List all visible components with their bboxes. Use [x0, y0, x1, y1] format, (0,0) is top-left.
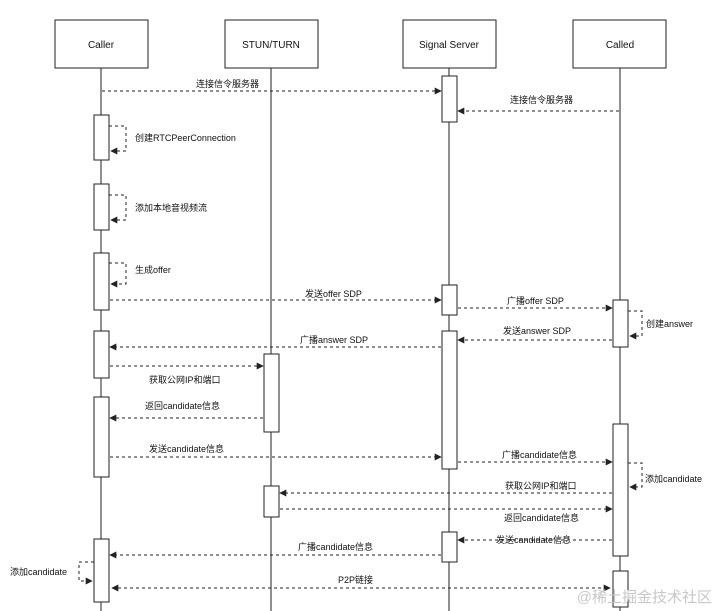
- participant-label: STUN/TURN: [242, 40, 300, 51]
- participant-label: Caller: [88, 40, 115, 51]
- message-label: 添加candidate: [10, 567, 67, 577]
- msg-p2p-link: P2P链接: [111, 574, 611, 592]
- activation-bar: [263, 353, 280, 433]
- message-label: 返回candidate信息: [145, 400, 220, 411]
- msg-called-get-public-ip: 获取公网IP和端口: [279, 480, 612, 497]
- msg-send-answer: 发送answer SDP: [457, 325, 612, 344]
- msg-called-return-candidate: 返回candidate信息: [280, 505, 613, 523]
- activation-bar: [612, 299, 629, 348]
- activation-bar: [93, 330, 110, 379]
- activation-bar: [612, 423, 629, 557]
- activation-bar: [93, 538, 110, 603]
- message-label: 广播candidate信息: [298, 541, 373, 552]
- activation-bar: [263, 485, 280, 518]
- msg-return-candidate: 返回candidate信息: [109, 400, 263, 422]
- self-create-answer: 创建answer: [628, 310, 693, 340]
- participant-signal-server: Signal Server: [402, 19, 497, 69]
- msg-broadcast-answer: 广播answer SDP: [109, 334, 441, 351]
- message-label: 广播answer SDP: [300, 334, 368, 345]
- message-label: 广播candidate信息: [502, 449, 577, 460]
- watermark: @稀土掘金技术社区: [576, 589, 712, 606]
- message-label: 连接信令服务器: [196, 78, 259, 89]
- self-add-local-stream: 添加本地音视频流: [109, 194, 207, 224]
- participant-caller: Caller: [54, 19, 149, 69]
- message-label: 连接信令服务器: [510, 94, 573, 105]
- participant-label: Called: [606, 40, 634, 51]
- msg-caller-connect-signal: 连接信令服务器: [102, 78, 442, 95]
- msg-send-candidate: 发送candidate信息: [110, 443, 442, 461]
- participant-called: Called: [572, 19, 667, 69]
- message-label: 发送candidate信息: [496, 534, 571, 545]
- msg-called-send-candidate: 发送candidate信息: [457, 534, 612, 545]
- msg-broadcast-candidate-to-caller: 广播candidate信息: [109, 541, 441, 559]
- message-label: 广播offer SDP: [507, 295, 564, 306]
- msg-send-offer: 发送offer SDP: [110, 288, 442, 304]
- message-label: 生成offer: [135, 264, 171, 275]
- self-add-candidate-caller: 添加candidate: [10, 561, 94, 585]
- msg-broadcast-candidate: 广播candidate信息: [458, 449, 613, 466]
- message-label: 获取公网IP和端口: [149, 374, 221, 385]
- activation-bar: [441, 75, 458, 123]
- message-label: 获取公网IP和端口: [505, 480, 577, 491]
- participant-label: Signal Server: [419, 40, 480, 51]
- message-label: 添加candidate: [645, 474, 702, 484]
- activation-bar: [93, 114, 110, 161]
- message-label: 发送offer SDP: [305, 288, 362, 299]
- activation-bar: [93, 183, 110, 231]
- message-label: 创建RTCPeerConnection: [135, 132, 236, 143]
- message-label: 创建answer: [646, 318, 693, 329]
- message-label: 返回candidate信息: [504, 512, 579, 523]
- activation-bar: [612, 570, 629, 608]
- message-label: 发送answer SDP: [503, 325, 571, 336]
- self-add-candidate-called: 添加candidate: [628, 462, 702, 491]
- activation-bar: [93, 396, 110, 478]
- activation-bar: [93, 252, 110, 311]
- message-label: P2P链接: [338, 574, 373, 585]
- message-label: 发送candidate信息: [149, 443, 224, 454]
- msg-get-public-ip: 获取公网IP和端口: [110, 362, 264, 385]
- msg-broadcast-offer: 广播offer SDP: [458, 295, 613, 312]
- participant-stun-turn: STUN/TURN: [224, 19, 319, 69]
- activation-bar: [441, 531, 458, 563]
- activation-bar: [441, 330, 458, 470]
- message-label: 添加本地音视频流: [135, 202, 207, 213]
- self-create-offer: 生成offer: [109, 262, 171, 288]
- activation-bar: [441, 284, 458, 316]
- self-create-peer-connection: 创建RTCPeerConnection: [109, 125, 236, 155]
- msg-called-connect-signal: 连接信令服务器: [457, 94, 619, 115]
